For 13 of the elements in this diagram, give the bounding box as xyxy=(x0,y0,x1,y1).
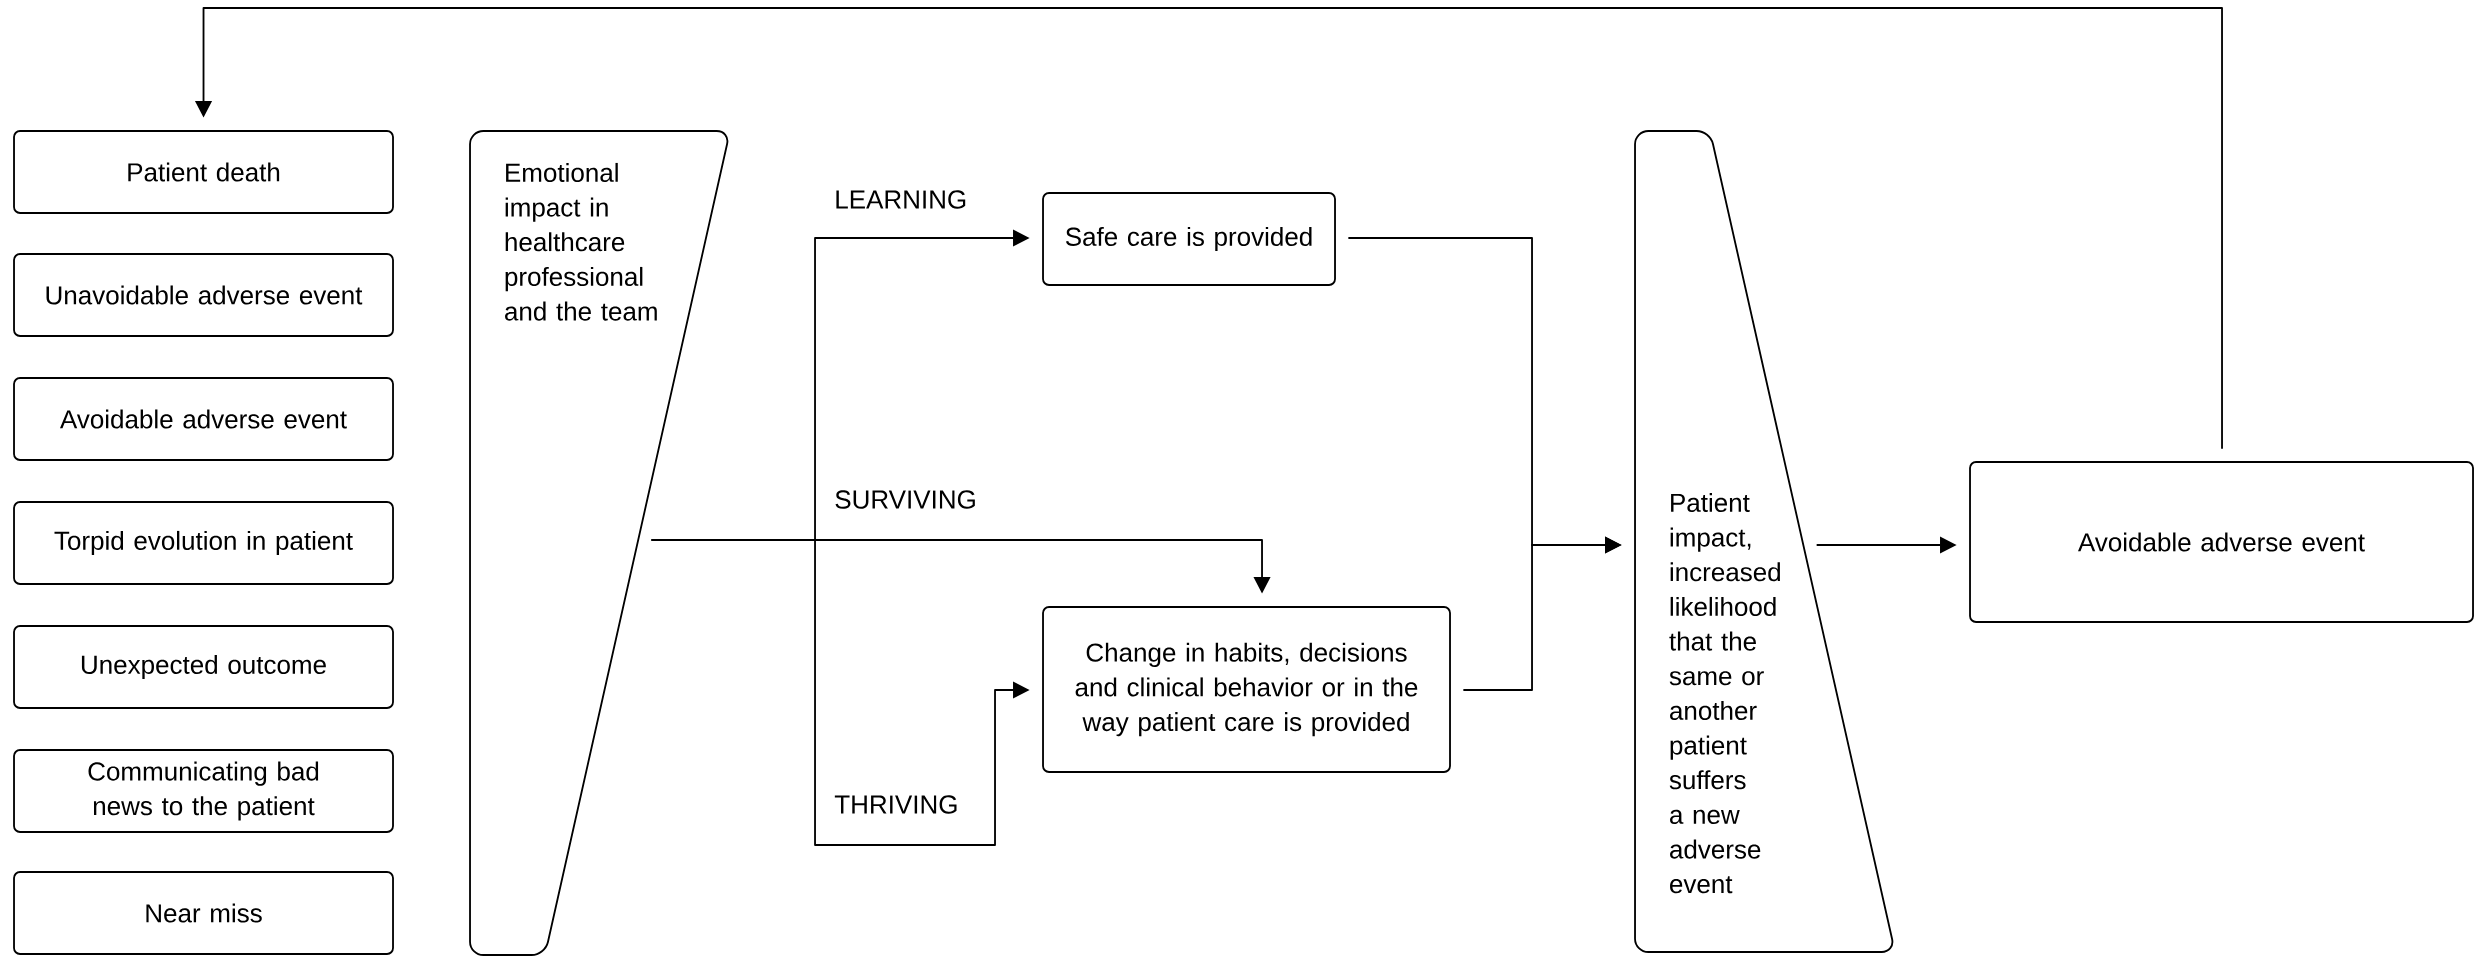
edge-label: SURVIVING xyxy=(835,490,975,509)
process-box: Near miss xyxy=(13,871,394,955)
process-box: Unavoidable adverse event xyxy=(13,253,394,337)
edge-label: LEARNING xyxy=(836,190,966,209)
process-box: Safe care is provided xyxy=(1042,192,1336,286)
process-box: Avoidable adverse event xyxy=(13,377,394,461)
process-box: Avoidable adverse event xyxy=(1969,461,2474,623)
edge-label: THRIVING xyxy=(834,795,957,814)
process-box: Unexpected outcome xyxy=(13,625,394,709)
process-box: Patient death xyxy=(13,130,394,214)
process-box: Torpid evolution in patient xyxy=(13,501,394,585)
process-box: Communicating bad news to the patient xyxy=(13,749,394,833)
process-box: Change in habits, decisions and clinical behavior or in the way patient care is provided xyxy=(1042,606,1451,773)
